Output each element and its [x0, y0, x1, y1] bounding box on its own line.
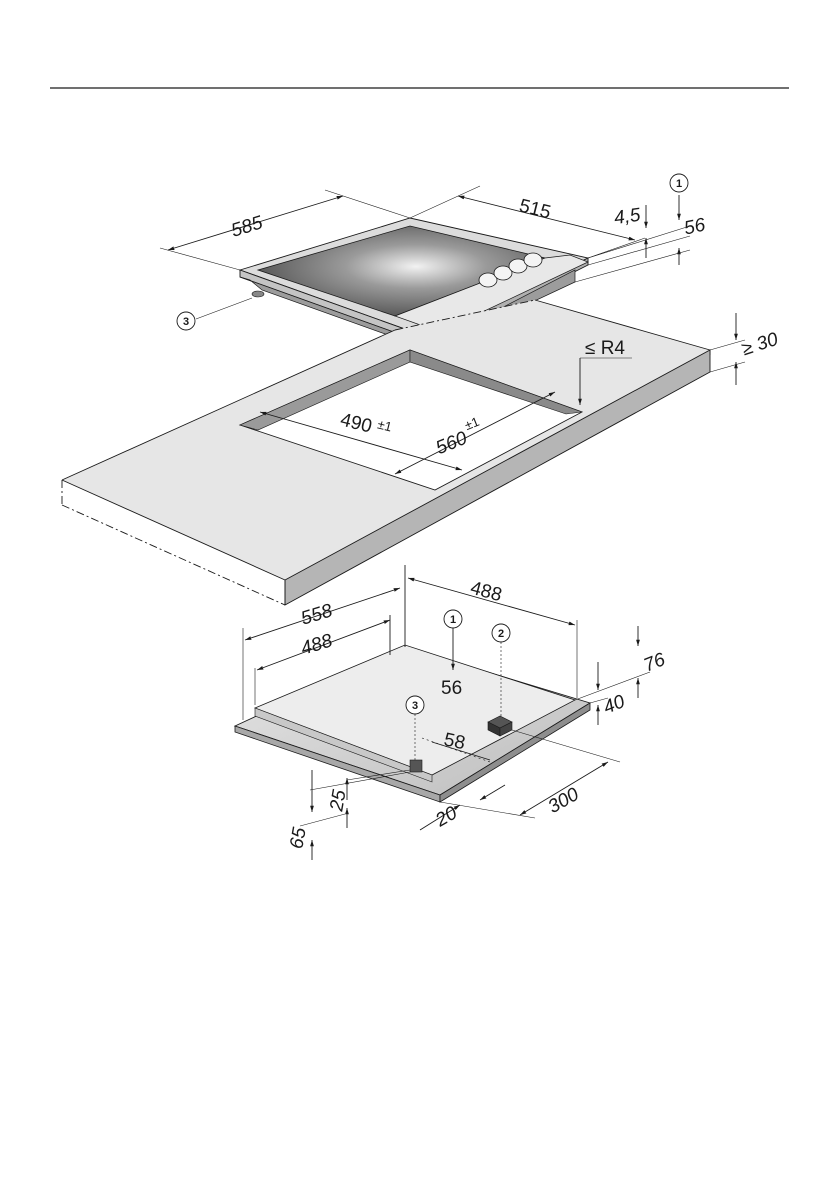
- dim-underside-65: 65: [286, 826, 310, 851]
- callout-3-top: 3: [177, 312, 195, 330]
- callout-3-label: 3: [183, 316, 189, 328]
- callout-1-label: 1: [676, 178, 682, 190]
- callout-3-bottom-label: 3: [412, 700, 418, 712]
- callout-1-bottom: 1: [444, 610, 462, 628]
- dim-underside-76: 76: [641, 649, 669, 677]
- dim-underside-25: 25: [326, 788, 351, 814]
- dim-hob-depth: 515: [517, 195, 553, 223]
- dim-worktop-thickness: ≥ 30: [739, 329, 781, 360]
- callout-2-label: 2: [498, 628, 504, 640]
- dim-underside-40: 40: [601, 691, 629, 719]
- dim-underside-depth: 488: [468, 578, 504, 606]
- dim-hob-width: 585: [229, 212, 266, 241]
- dim-underside-width: 558: [298, 600, 335, 629]
- dim-underside-inner-width: 488: [298, 630, 335, 659]
- dim-underside-300: 300: [545, 784, 583, 818]
- dim-underside-box-height: 56: [441, 678, 462, 699]
- callout-2-bottom: 2: [492, 624, 510, 642]
- dim-hob-frame-height: 4,5: [613, 205, 643, 230]
- dim-hob-total-height: 56: [682, 214, 707, 239]
- callout-1-bottom-label: 1: [450, 614, 456, 626]
- dim-corner-radius: ≤ R4: [585, 338, 625, 359]
- callout-1-top: 1: [670, 174, 688, 192]
- dim-underside-58: 58: [442, 729, 467, 754]
- callout-3-bottom: 3: [406, 696, 424, 714]
